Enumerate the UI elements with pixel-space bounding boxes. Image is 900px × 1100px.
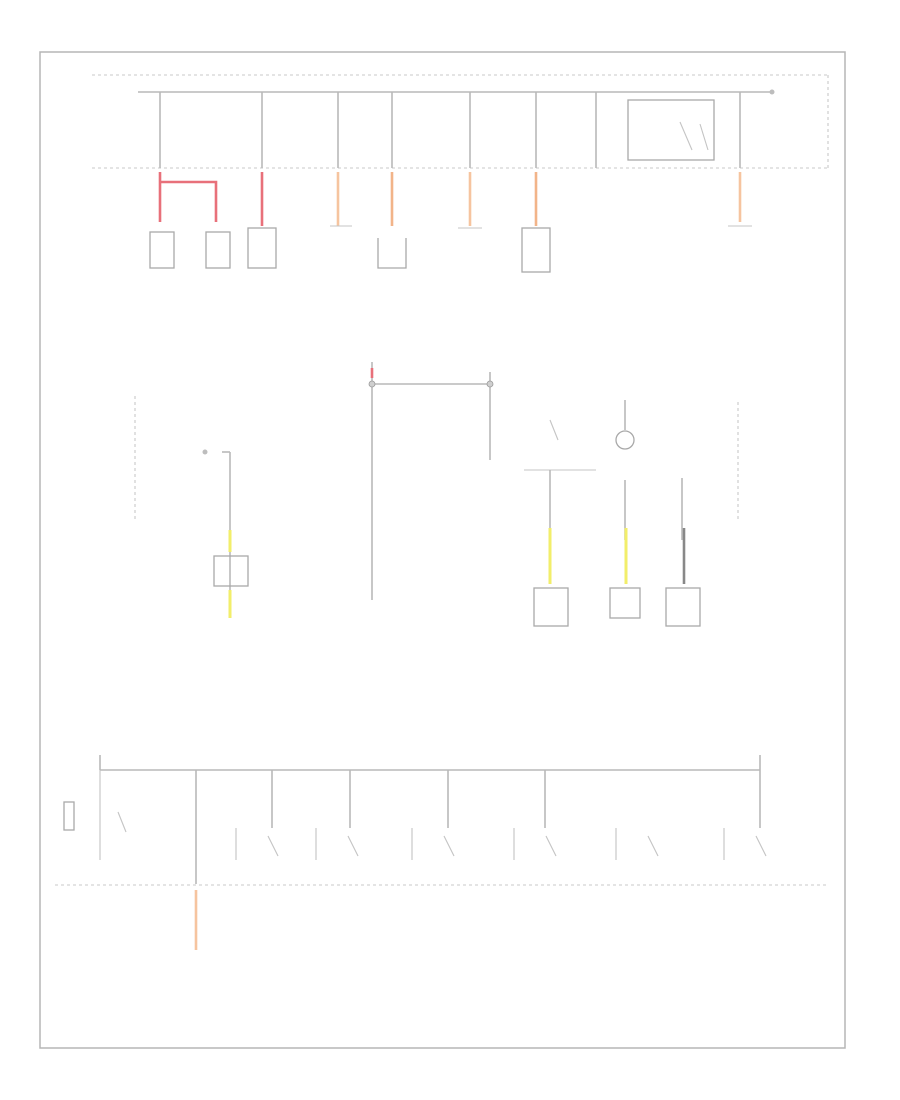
component-h (665, 587, 701, 627)
top-block-wires (158, 172, 742, 226)
bottom-switch-row (235, 828, 767, 860)
component-g (609, 587, 641, 619)
bottom-switch-0 (63, 770, 127, 860)
bottom-fuse-block (55, 755, 828, 950)
component-c (247, 227, 277, 269)
top-relay (595, 92, 715, 168)
component-f (533, 587, 569, 627)
diagram-border (39, 51, 846, 1049)
top-fuse-8 (739, 89, 775, 168)
top-fuse-block (92, 74, 829, 169)
middle-section (134, 362, 739, 627)
component-b (205, 231, 231, 269)
component-a (149, 231, 175, 269)
top-components (149, 225, 752, 273)
component-e (521, 227, 551, 273)
